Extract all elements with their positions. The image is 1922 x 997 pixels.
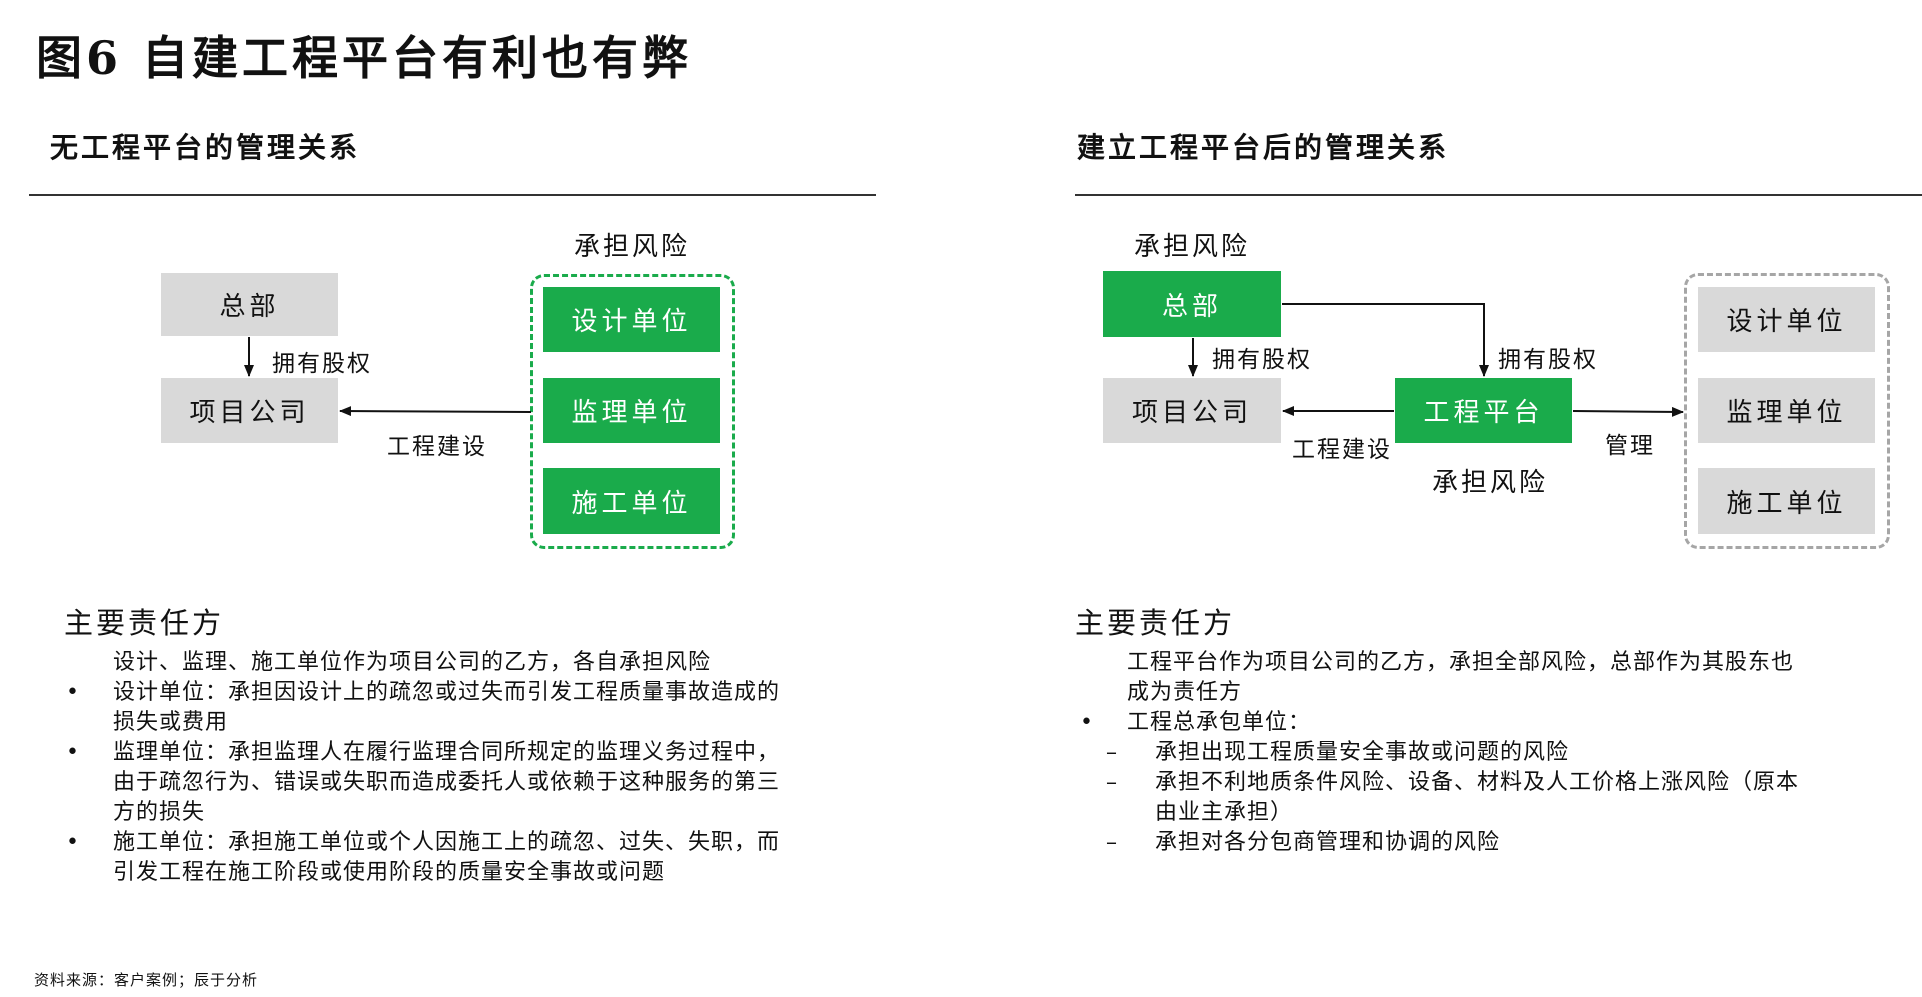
right-equity-label-1: 拥有股权 xyxy=(1212,347,1312,373)
left-bullet-mark-2: • xyxy=(66,740,79,765)
right-sub-mark-3: – xyxy=(1106,830,1117,855)
left-unit-construction: 施工单位 xyxy=(543,468,720,534)
figure-title: 图6 自建工程平台有利也有弊 xyxy=(36,31,693,85)
left-project-company-box: 项目公司 xyxy=(161,378,338,443)
right-divider xyxy=(1075,194,1922,196)
right-equity-label-2: 拥有股权 xyxy=(1498,347,1598,373)
right-bullet-mark: • xyxy=(1080,710,1093,735)
left-hq-box: 总部 xyxy=(161,273,338,336)
left-construction-label: 工程建设 xyxy=(387,434,487,460)
right-manage-arrow xyxy=(1572,406,1684,417)
right-sub-mark-2: – xyxy=(1106,770,1117,795)
right-risk-label-bottom: 承担风险 xyxy=(1432,468,1549,498)
left-resp-title: 主要责任方 xyxy=(64,606,225,640)
right-sub-text-3: 承担对各分包商管理和协调的风险 xyxy=(1155,830,1501,855)
source-note: 资料来源：客户案例；辰于分析 xyxy=(34,971,259,989)
right-sub-text-1: 承担出现工程质量安全事故或问题的风险 xyxy=(1155,740,1570,765)
left-bullet-text-1: 设计单位：承担因设计上的疏忽或过失而引发工程质量事故造成的 损失或费用 xyxy=(113,680,781,735)
left-risk-label: 承担风险 xyxy=(574,232,691,262)
right-sub-mark-1: – xyxy=(1106,740,1117,765)
right-resp-intro: 工程平台作为项目公司的乙方，承担全部风险，总部作为其股东也 成为责任方 xyxy=(1127,650,1795,705)
right-risk-label-top: 承担风险 xyxy=(1134,232,1251,262)
right-project-company-box: 项目公司 xyxy=(1103,378,1281,443)
right-equity-arrow-2 xyxy=(1282,303,1489,377)
right-unit-supervision: 监理单位 xyxy=(1698,378,1875,443)
right-bullet-text: 工程总承包单位： xyxy=(1127,710,1312,735)
right-construction-label: 工程建设 xyxy=(1292,437,1392,463)
right-units-group xyxy=(1684,273,1890,549)
right-platform-box: 工程平台 xyxy=(1395,378,1572,443)
left-construction-arrow xyxy=(339,406,532,417)
right-sub-text-2: 承担不利地质条件风险、设备、材料及人工价格上涨风险（原本 由业主承担） xyxy=(1155,770,1800,825)
left-units-group xyxy=(530,274,735,549)
right-hq-box: 总部 xyxy=(1103,271,1281,337)
left-unit-supervision: 监理单位 xyxy=(543,378,720,443)
left-bullet-mark-3: • xyxy=(66,830,79,855)
left-equity-label: 拥有股权 xyxy=(272,351,372,377)
left-bullet-text-3: 施工单位：承担施工单位或个人因施工上的疏忽、过失、失职，而 引发工程在施工阶段或… xyxy=(113,830,781,885)
left-resp-intro: 设计、监理、施工单位作为项目公司的乙方，各自承担风险 xyxy=(113,650,712,675)
left-bullet-text-2: 监理单位：承担监理人在履行监理合同所规定的监理义务过程中， 由于疏忽行为、错误或… xyxy=(113,740,781,825)
left-divider xyxy=(29,194,876,196)
right-unit-construction: 施工单位 xyxy=(1698,468,1875,534)
right-resp-title: 主要责任方 xyxy=(1075,606,1236,640)
left-bullet-mark-1: • xyxy=(66,680,79,705)
right-unit-design: 设计单位 xyxy=(1698,287,1875,352)
left-unit-design: 设计单位 xyxy=(543,287,720,352)
left-section-title: 无工程平台的管理关系 xyxy=(50,131,361,164)
right-manage-label: 管理 xyxy=(1605,433,1655,459)
right-section-title: 建立工程平台后的管理关系 xyxy=(1077,131,1450,164)
